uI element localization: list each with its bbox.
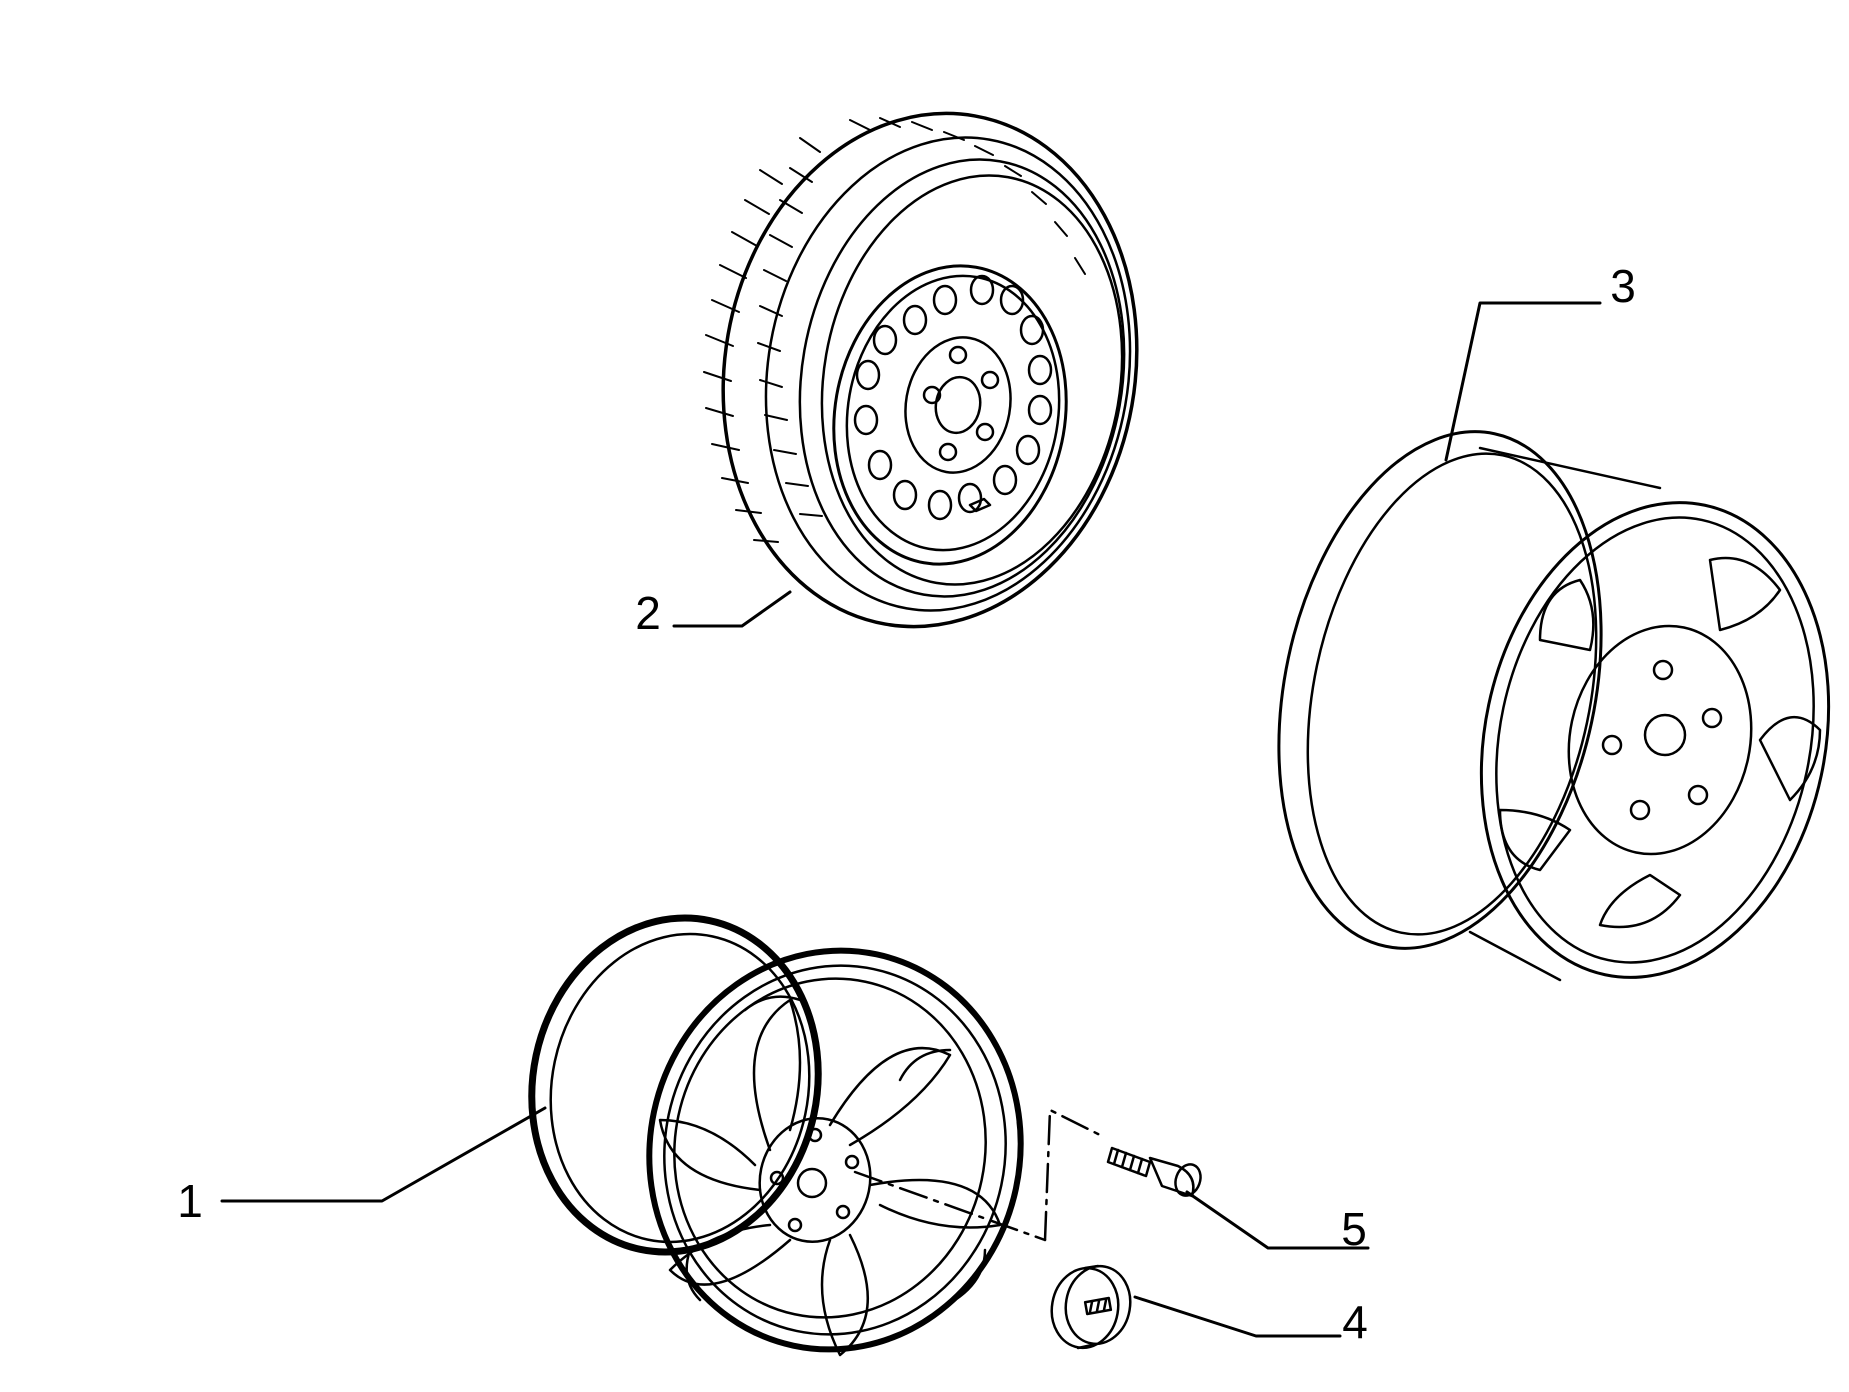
wheel-bolt-drawing [1106, 1146, 1202, 1198]
callout-5: 5 [1341, 1203, 1367, 1255]
hub-cap-drawing [1050, 1264, 1132, 1350]
alloy-rim-drawing [1277, 430, 1831, 982]
callout-2: 2 [635, 587, 661, 639]
callout-leader-lines [220, 301, 1602, 1338]
multi-spoke-rim-drawing [528, 914, 1102, 1357]
callout-4: 4 [1342, 1296, 1368, 1348]
wheel-with-tyre-drawing [703, 111, 1139, 629]
callout-1: 1 [177, 1175, 203, 1227]
callout-3: 3 [1610, 260, 1636, 312]
